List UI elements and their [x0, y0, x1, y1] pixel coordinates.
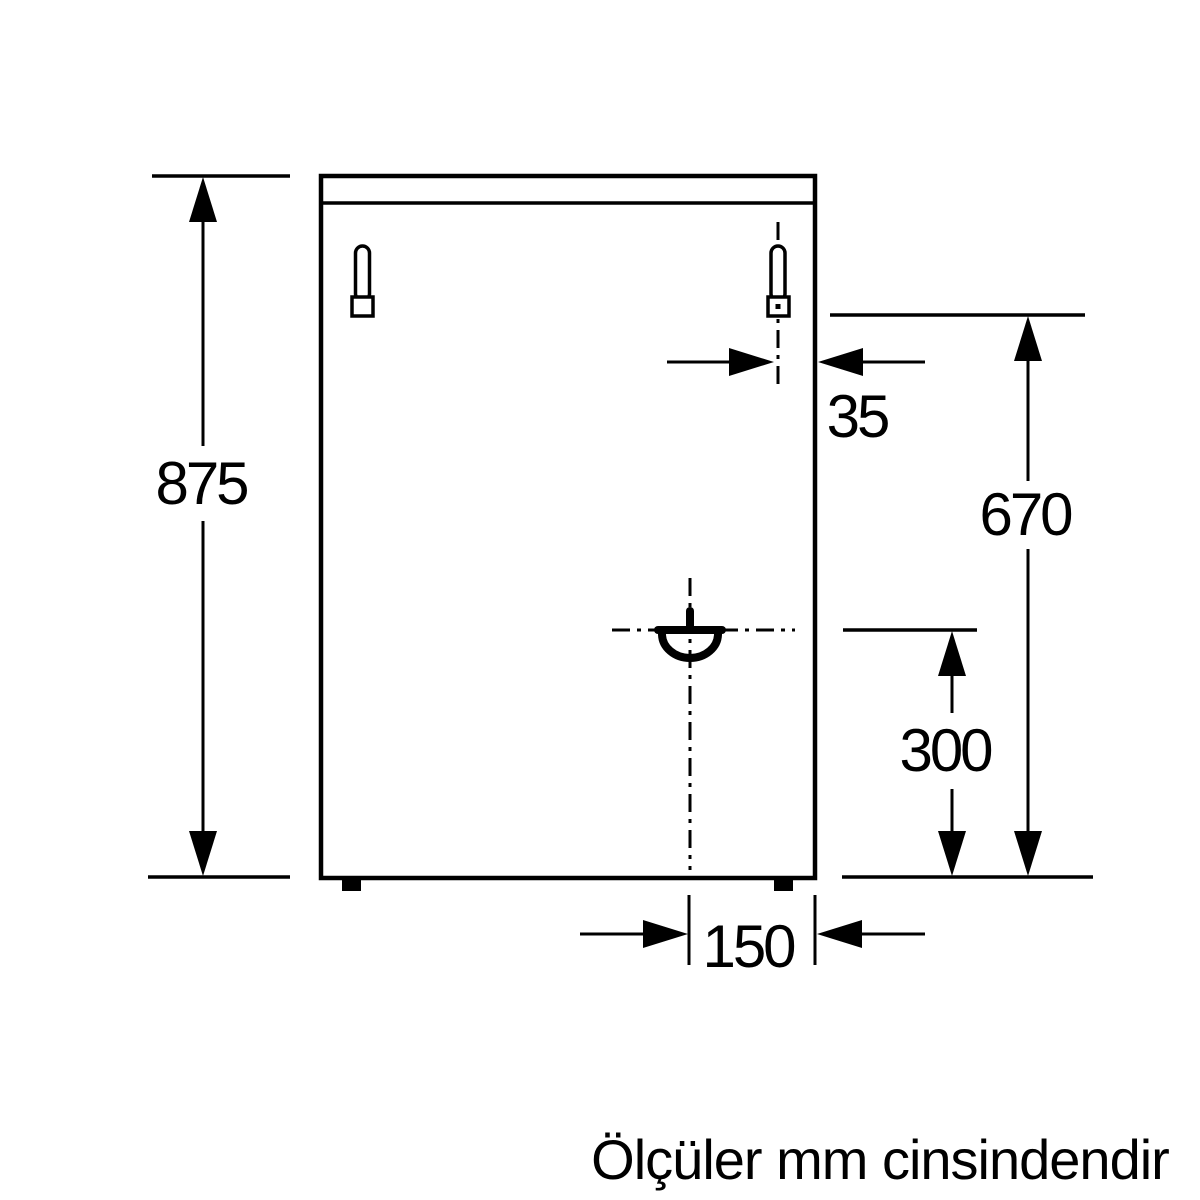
dimension-875-lines	[148, 174, 290, 879]
gas-connection-icon	[612, 578, 795, 870]
left-foot	[342, 878, 361, 891]
units-note: Ölçüler mm cinsindendir	[591, 1128, 1170, 1191]
left-leveling-screw-icon	[350, 244, 375, 318]
right-leveling-screw-icon	[766, 222, 791, 390]
dimension-300-lines	[843, 628, 977, 876]
dimension-670-lines	[830, 313, 1093, 879]
dimension-150-lines	[580, 895, 925, 965]
dimension-label-875: 875	[155, 450, 249, 517]
dimension-label-150: 150	[702, 913, 796, 980]
dimension-label-300: 300	[899, 717, 993, 784]
appliance-outline	[318, 173, 818, 891]
right-foot	[774, 878, 793, 891]
dimension-label-35: 35	[826, 383, 891, 450]
dimension-35-lines	[667, 348, 925, 376]
dimension-label-670: 670	[979, 481, 1073, 548]
